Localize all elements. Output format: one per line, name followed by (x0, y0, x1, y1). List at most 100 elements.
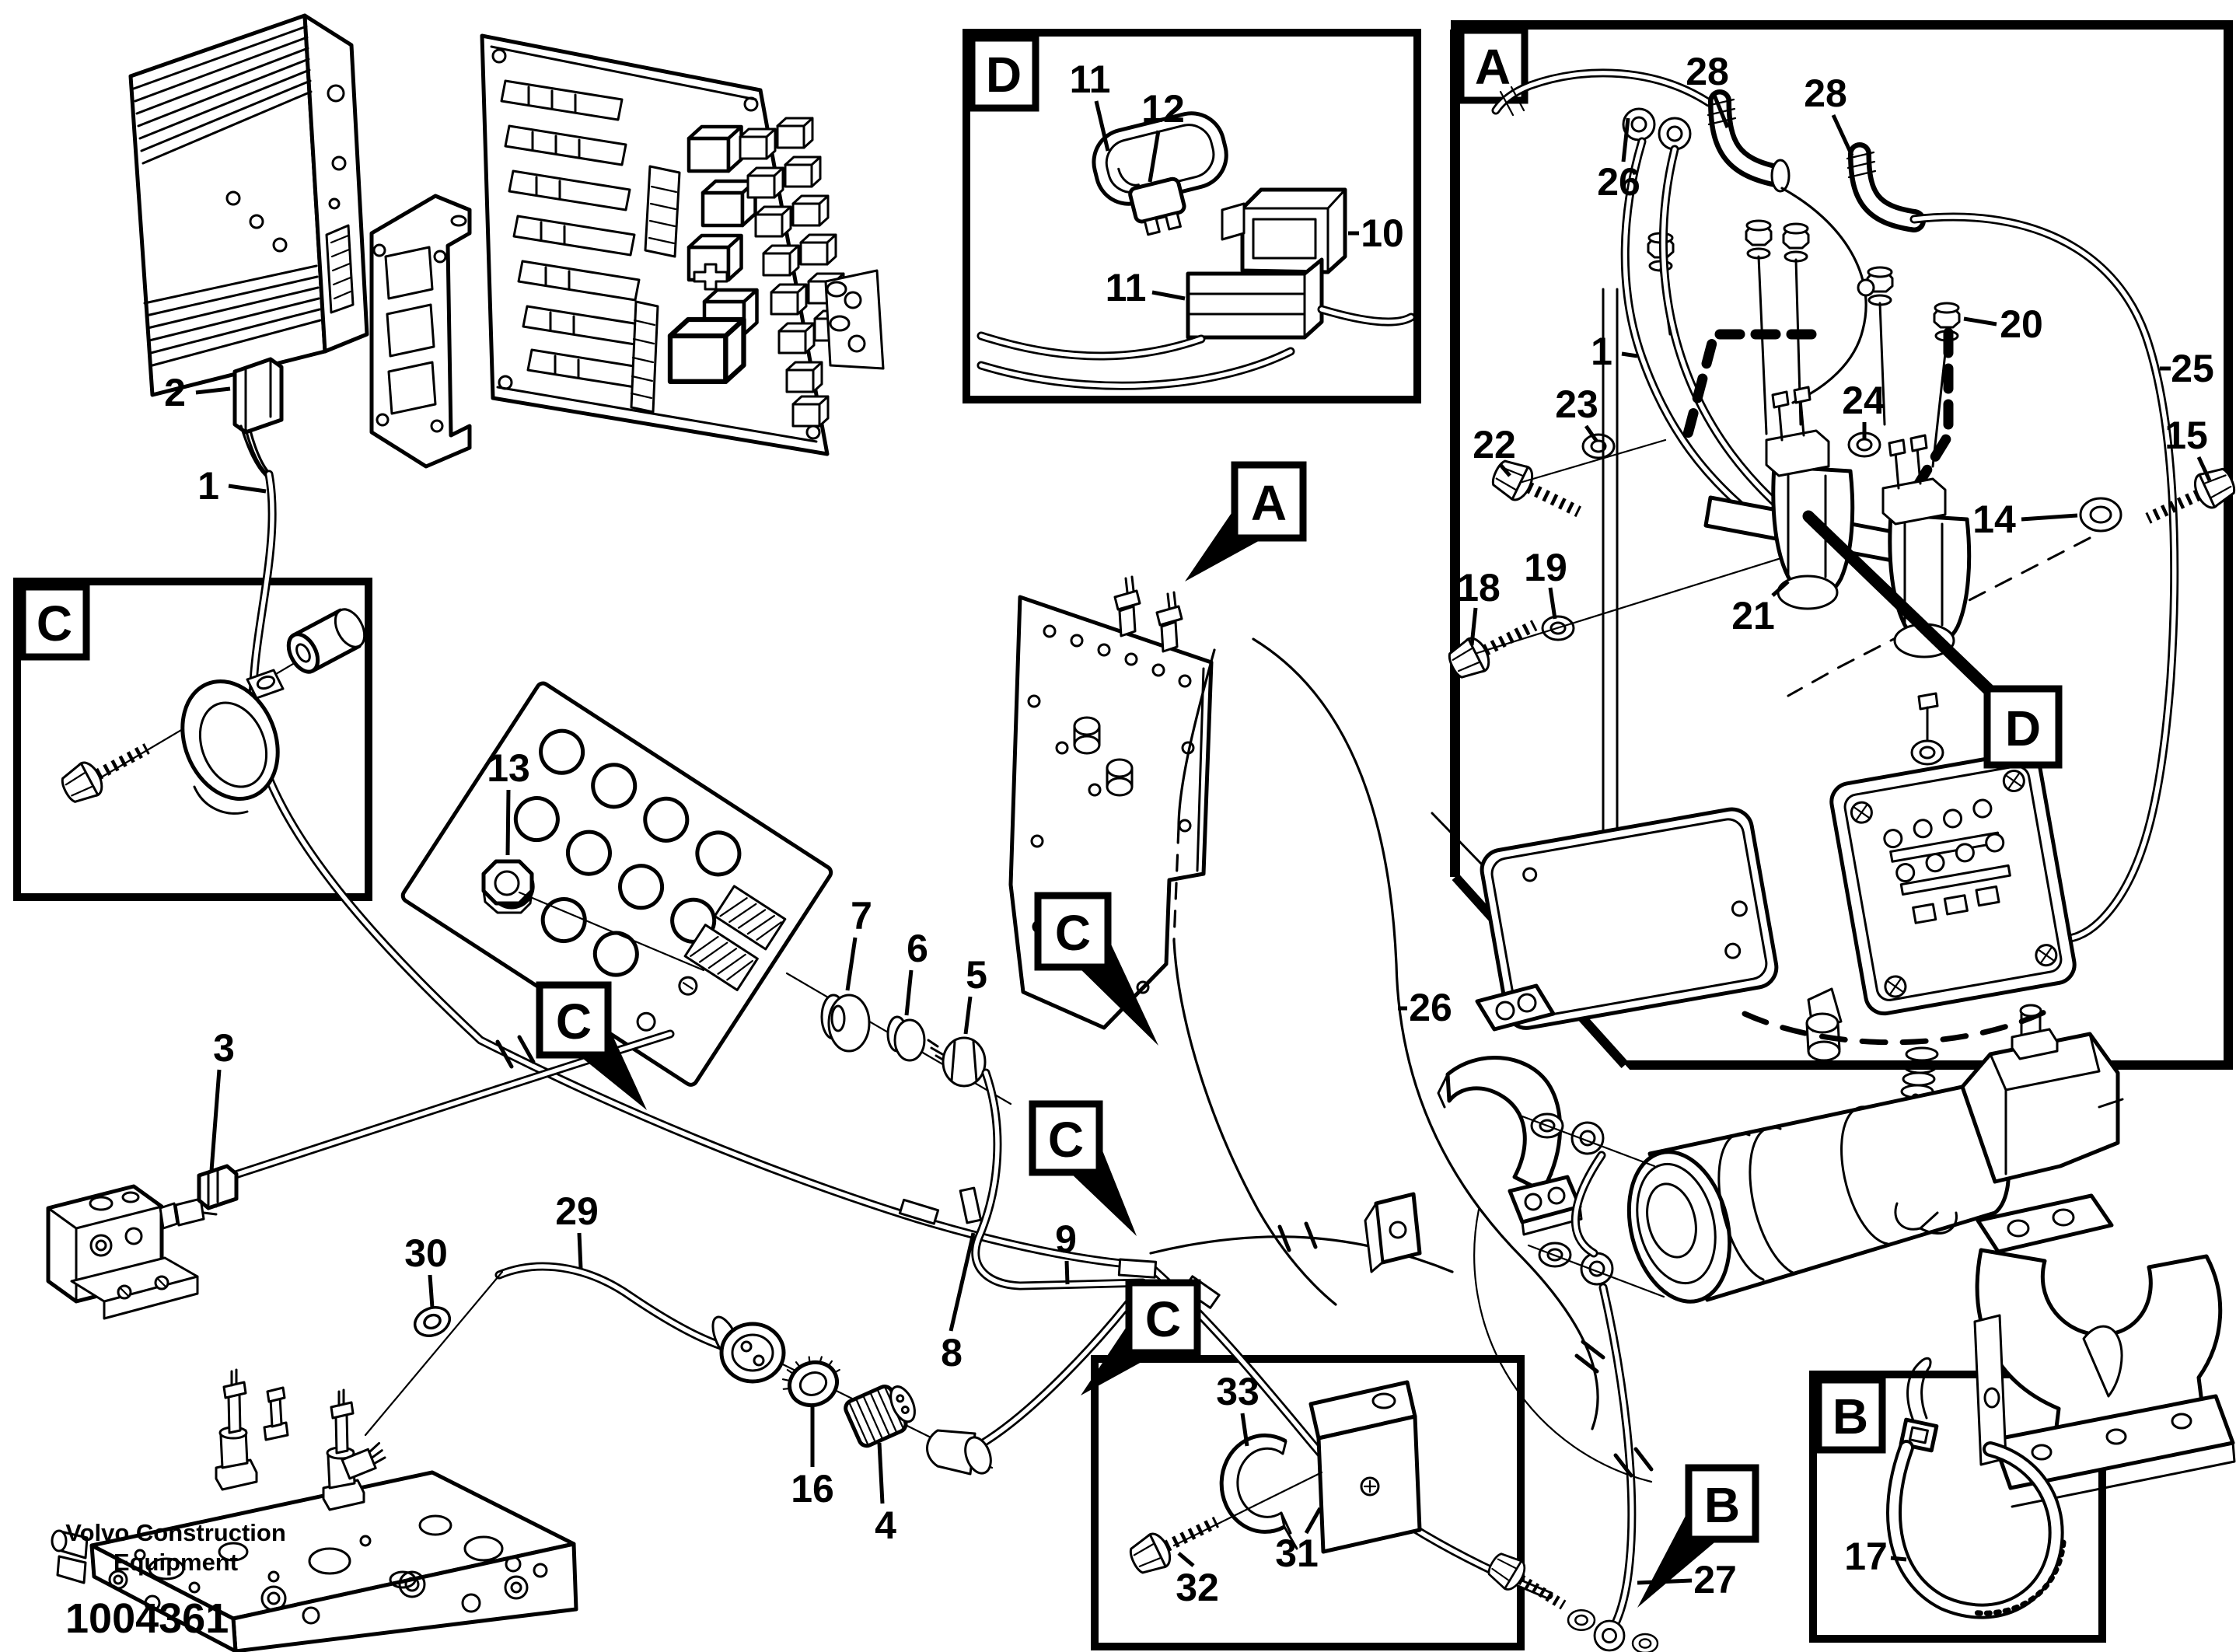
elbow-connector (926, 1429, 992, 1476)
part-label-21: 21 (1731, 580, 1790, 637)
svg-text:26: 26 (1597, 160, 1640, 204)
pump-solenoid (1960, 1004, 2124, 1184)
part-label-16: 16 (791, 1407, 834, 1511)
svg-text:C: C (37, 595, 72, 651)
svg-text:32: 32 (1176, 1566, 1219, 1609)
svg-text:6: 6 (907, 927, 928, 970)
saddle-clamp (1364, 983, 1583, 1273)
part-label-25: 25 (2160, 347, 2214, 390)
solenoid-valve (322, 1388, 365, 1511)
standoffs (1055, 716, 1134, 797)
fuse-holder (1221, 187, 1347, 274)
fuse-holder-detail (977, 111, 1416, 390)
part-label-28: 28 (1686, 50, 1730, 128)
part-label-3: 3 (209, 1026, 235, 1172)
ecu-module (128, 13, 369, 397)
part-label-2: 2 (164, 371, 231, 414)
connector-panel (400, 681, 1012, 1105)
brand-line-2: Equipment (114, 1549, 238, 1576)
valve-block (51, 1270, 578, 1652)
part-label-29: 29 (555, 1189, 599, 1270)
pump-motor (1473, 1004, 2124, 1652)
svg-text:21: 21 (1731, 594, 1775, 637)
svg-text:D: D (2005, 700, 2041, 756)
svg-text:4: 4 (875, 1504, 896, 1547)
svg-text:3: 3 (213, 1026, 235, 1070)
battery-cable-group (1445, 68, 2236, 978)
svg-text:27: 27 (1693, 1558, 1737, 1601)
part-label-8: 8 (941, 1232, 976, 1374)
pump-bracket (1973, 1193, 2236, 1508)
svg-text:1: 1 (197, 464, 219, 508)
part-label-12: 12 (1141, 87, 1185, 183)
svg-text:26: 26 (1409, 986, 1452, 1029)
spacer (286, 608, 366, 674)
grommet-6 (886, 1015, 926, 1062)
part-label-10: 10 (1348, 211, 1404, 255)
svg-text:18: 18 (1457, 566, 1501, 609)
part-label-13: 13 (487, 746, 530, 856)
svg-text:13: 13 (487, 746, 530, 790)
svg-text:B: B (1832, 1388, 1868, 1444)
part-label-17: 17 (1844, 1535, 1907, 1578)
part-label-19: 19 (1524, 546, 1567, 620)
part-label-1: 1 (1591, 330, 1638, 373)
part-label-1: 1 (197, 464, 267, 508)
fitting-5 (927, 1036, 987, 1088)
detail-box-clip (1091, 1355, 1525, 1650)
elbow-fitting (341, 1441, 386, 1480)
clip-kit (1126, 1380, 1422, 1578)
junction-box (1431, 692, 2077, 1203)
svg-text:5: 5 (966, 953, 987, 997)
svg-text:24: 24 (1842, 379, 1885, 422)
p-clamp (180, 669, 285, 815)
frame-letter-C: C (19, 583, 90, 661)
cable-27 (1601, 1285, 1634, 1629)
svg-text:C: C (1145, 1291, 1181, 1347)
frame-letter-A: A (1457, 26, 1529, 104)
pressure-sensor (46, 1164, 239, 1320)
svg-text:28: 28 (1686, 50, 1729, 93)
harness-connector (232, 357, 284, 477)
part-label-26: 26 (1398, 986, 1452, 1029)
svg-text:C: C (1048, 1112, 1084, 1168)
svg-text:8: 8 (941, 1331, 963, 1374)
callout-C: C (536, 981, 647, 1110)
frame-letter-B: B (1815, 1376, 1886, 1454)
part-label-23: 23 (1555, 382, 1599, 443)
lock-ring-16 (781, 1356, 840, 1408)
grommet-7 (820, 994, 871, 1053)
doc-number: 1004361 (65, 1595, 229, 1642)
part-label-9: 9 (1055, 1217, 1077, 1285)
svg-text:28: 28 (1804, 72, 1847, 115)
part-label-4: 4 (875, 1442, 896, 1547)
fuse (1128, 176, 1186, 236)
fuse-holder-lower (1186, 257, 1324, 340)
callout-C: C (1029, 1100, 1137, 1236)
connector-assembly (711, 1315, 994, 1476)
svg-text:15: 15 (2164, 414, 2208, 457)
svg-text:2: 2 (164, 371, 186, 414)
svg-text:9: 9 (1055, 1217, 1077, 1261)
svg-text:10: 10 (1361, 211, 1404, 255)
callout-C: C (1081, 1279, 1201, 1395)
svg-text:33: 33 (1216, 1370, 1259, 1413)
svg-text:19: 19 (1524, 546, 1567, 589)
clamp-33 (1219, 1433, 1298, 1550)
svg-text:C: C (1055, 905, 1091, 961)
svg-text:12: 12 (1141, 87, 1185, 131)
cable-tie (1886, 1357, 2067, 1619)
svg-text:11: 11 (1070, 58, 1111, 101)
svg-text:17: 17 (1844, 1535, 1888, 1578)
brand-line-1: Volvo Construction (65, 1519, 286, 1546)
part-label-15: 15 (2164, 414, 2212, 482)
svg-text:D: D (986, 47, 1022, 103)
solenoid-valve (215, 1368, 258, 1491)
svg-text:31: 31 (1275, 1532, 1319, 1575)
svg-text:16: 16 (791, 1467, 834, 1511)
part-label-28: 28 (1804, 72, 1854, 157)
knurled-nut-4 (844, 1384, 916, 1448)
